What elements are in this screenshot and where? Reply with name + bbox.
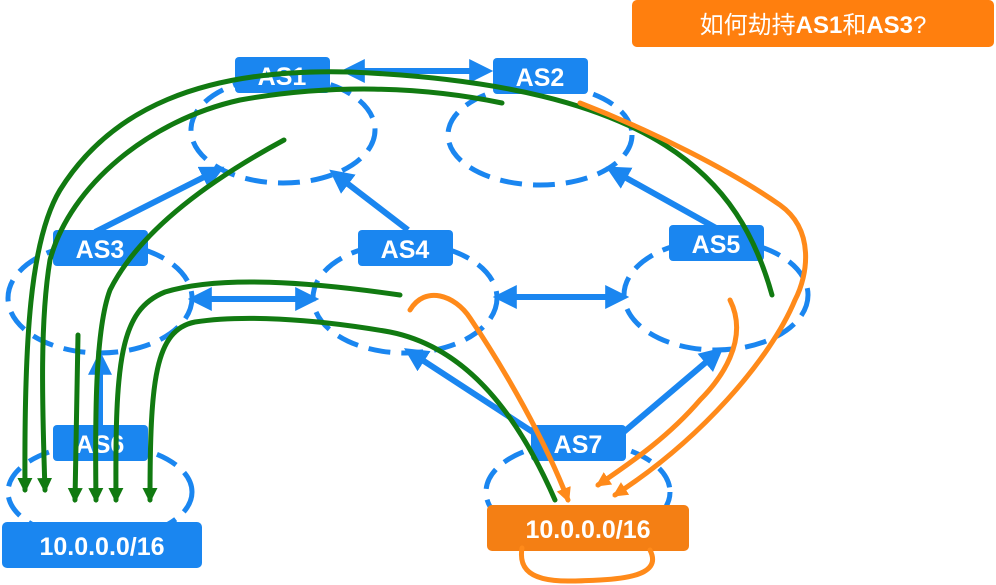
as7-label-text: AS7 — [554, 431, 603, 459]
as2-label: AS2 — [493, 58, 588, 94]
as7-to-as5-arrow — [610, 347, 724, 445]
question-prefix: 如何劫持 — [700, 12, 796, 39]
as4-label-text: AS4 — [381, 236, 430, 264]
question-suffix: ? — [913, 12, 926, 39]
legit-route-paths — [17, 69, 775, 503]
as3-label-text: AS3 — [76, 236, 125, 264]
as3-label: AS3 — [53, 230, 148, 266]
as6-label: AS6 — [53, 425, 148, 461]
question-joiner: 和 — [842, 12, 866, 39]
hijack-origin-loop — [519, 545, 655, 584]
question-text: 如何劫持AS1和AS3? — [700, 12, 927, 39]
as5-to-as2-arrow — [605, 166, 718, 231]
as7-to-as4-arrow — [403, 348, 547, 443]
question-as-b: AS3 — [866, 12, 913, 39]
route-as7-as4-as3-as6 — [142, 315, 558, 503]
as5-label: AS5 — [669, 225, 764, 261]
route-as5-as2-as1-as3-as6 — [17, 69, 775, 493]
question-callout: 如何劫持AS1和AS3? — [632, 0, 994, 47]
route-as3-as6 — [67, 332, 83, 503]
legitimate-prefix-text: 10.0.0.0/16 — [39, 533, 164, 561]
hijack-prefix-box: 10.0.0.0/16 — [487, 505, 689, 551]
route-as1-as3-as6 — [88, 137, 287, 503]
as4-label: AS4 — [358, 230, 453, 266]
as7-label: AS7 — [531, 425, 626, 461]
hijack-as4-loop-to-as7 — [407, 292, 571, 503]
route-as2-as1-as3-as6 — [37, 86, 505, 493]
as-link-arrows — [88, 59, 724, 445]
question-as-a: AS1 — [796, 12, 843, 39]
legitimate-prefix-box: 10.0.0.0/16 — [2, 522, 202, 568]
hijack-route-paths — [407, 100, 809, 584]
hijack-as5-to-as7 — [595, 297, 740, 488]
as2-label-text: AS2 — [516, 64, 565, 92]
hijack-as2-as5-to-as7 — [577, 100, 809, 498]
hijack-prefix-text: 10.0.0.0/16 — [525, 516, 650, 544]
as3-to-as1-arrow — [93, 166, 225, 235]
route-as4-as3-as6 — [108, 279, 403, 503]
as4-to-as1-arrow — [329, 169, 410, 233]
as5-label-text: AS5 — [692, 231, 741, 259]
